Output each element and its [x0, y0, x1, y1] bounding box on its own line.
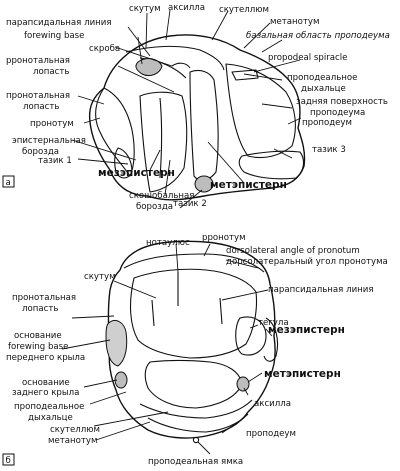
- label-a-axilla: аксилла: [168, 3, 205, 13]
- panel-a-mesepisternum: [139, 91, 188, 193]
- label-a-pronotal-lobe-b-2: лопасть: [23, 102, 59, 112]
- label-b-dorsolateral-ru: дорсолатеральный угол пронотума: [226, 257, 388, 267]
- label-a-sternopleural-1: скошобальная: [129, 191, 194, 201]
- label-b-propodeal-spiracle-1: проподеальное: [14, 402, 84, 412]
- panel-b-tegula-right: [235, 316, 267, 356]
- label-a-mesepisternum: мезэпистерн: [98, 167, 175, 179]
- label-a-propodeal-spiracle-ru-1: проподеальное: [287, 73, 357, 83]
- label-a-scroba: скроба: [89, 44, 120, 54]
- panel-a-scutum-line: [125, 45, 225, 71]
- label-b-metanotum: метанотум: [48, 436, 98, 446]
- panel-a-episternal-groove: [159, 97, 163, 179]
- label-a-pronotal-lobe-b-1: пронотальная: [6, 91, 70, 101]
- label-a-pronotum: пронотум: [30, 119, 74, 129]
- label-a-scutellum: скутеллюм: [219, 5, 269, 15]
- panel-b-leaders: [61, 243, 273, 455]
- panel-a-coxa2: [194, 175, 214, 193]
- label-a-basal-area: базальная область проподеума: [246, 31, 390, 41]
- panel-a-leaders: [71, 9, 302, 209]
- label-b-pronotum: pронотум: [202, 233, 246, 243]
- panel-a-coxa1: [114, 147, 133, 179]
- label-b-hindwing-base-2: заднего крыла: [12, 388, 79, 398]
- label-b-propodeal-pit: проподеальная ямка: [148, 457, 243, 467]
- label-a-metanotum: метанотум: [270, 17, 320, 27]
- panel-a-metepisternum: [189, 69, 219, 181]
- panel-a-letter: а: [6, 178, 11, 188]
- label-b-dorsolateral-en: dorsolateral angle of pronotum: [226, 246, 360, 256]
- label-a-coxa2: тазик 2: [173, 199, 207, 209]
- label-a-episternal-groove-2: борозда: [22, 147, 59, 157]
- panel-b-metanotum: [139, 399, 253, 419]
- panel-b-propodeal-pit: [192, 436, 200, 444]
- label-a-pronotal-lobe-2: лопасть: [33, 67, 69, 77]
- panel-b: б нотаулюс pронотум dorsolateral angle o…: [2, 233, 388, 467]
- label-b-pronotal-lobe-2: лопасть: [22, 304, 58, 314]
- label-b-forewing-base-3: переднего крыла: [6, 353, 85, 363]
- label-a-metepisternum: метэпистерн: [210, 179, 287, 191]
- panel-a-propodeum: [225, 63, 296, 159]
- label-b-notaulus: нотаулюс: [146, 238, 190, 248]
- label-b-scutum: скутум: [84, 272, 116, 282]
- label-b-mesepisternum: мезэпистерн: [268, 324, 345, 336]
- panel-a-letter-box: [2, 175, 15, 188]
- panel-b-parapsidal-right: [219, 297, 223, 325]
- label-b-propodeal-spiracle-2: дыхальце: [28, 413, 73, 423]
- label-a-coxa3: тазик 3: [312, 145, 346, 155]
- label-b-scutellum: скутеллюм: [50, 425, 100, 435]
- label-a-propodeal-spiracle-ru-2: дыхальце: [301, 84, 346, 94]
- panel-b-parapsidal-left: [151, 299, 155, 327]
- label-b-hindwing-base-1: основание: [22, 378, 70, 388]
- label-b-propodeum: проподеум: [246, 429, 296, 439]
- label-b-forewing-base-2: forewing base: [8, 342, 68, 352]
- label-a-pronotal-lobe-1: pронотальная: [6, 56, 70, 66]
- panel-b-letter: б: [6, 456, 11, 466]
- label-b-parapsidal-line: парапсидальная линия: [268, 285, 374, 295]
- label-a-parapsidal-line: парапсидальная линия: [6, 18, 112, 28]
- label-b-metepisternum: метэпистерн: [264, 368, 341, 380]
- label-a-propodeal-spiracle: propodeal spiracle: [268, 53, 347, 63]
- panel-b-scutellum: [144, 359, 243, 409]
- panel-a-scroba: [171, 62, 191, 69]
- label-b-axilla: аксилла: [254, 399, 291, 409]
- label-a-scutum: скутум: [129, 4, 161, 14]
- panel-b-letter-box: [2, 453, 15, 466]
- panel-b-scutum: [130, 268, 258, 359]
- label-b-forewing-base-1: основание: [14, 331, 62, 341]
- panel-a-pronotum: [95, 87, 135, 177]
- panel-b-axilla-right: [236, 376, 250, 392]
- label-a-posterior-surface-1: задняя поверхность: [296, 97, 388, 107]
- label-b-pronotal-lobe-1: пронотальная: [12, 293, 76, 303]
- label-b-tegula: тегула: [258, 318, 289, 328]
- label-a-episternal-groove-1: эпистернальная: [12, 136, 86, 146]
- label-a-forewing-base: forewing base: [24, 31, 84, 41]
- panel-a: а скутум аксилла: [2, 3, 390, 212]
- panel-a-coxa3: [238, 150, 305, 180]
- panel-b-mesepisternum: [263, 317, 279, 362]
- panel-b-pronotum-collar: [123, 253, 265, 273]
- panel-b-propodeum: [147, 413, 249, 433]
- label-a-posterior-surface-2: проподеума: [310, 108, 365, 118]
- panel-a-propodeal-spiracle: [231, 69, 259, 81]
- label-a-sternopleural-2: борозда: [136, 202, 173, 212]
- panel-b-forewing-base-left: [105, 319, 128, 367]
- label-a-propodeum: проподеум: [302, 118, 352, 128]
- label-a-coxa1: тазик 1: [38, 156, 72, 166]
- panel-b-body-outline: [107, 240, 276, 439]
